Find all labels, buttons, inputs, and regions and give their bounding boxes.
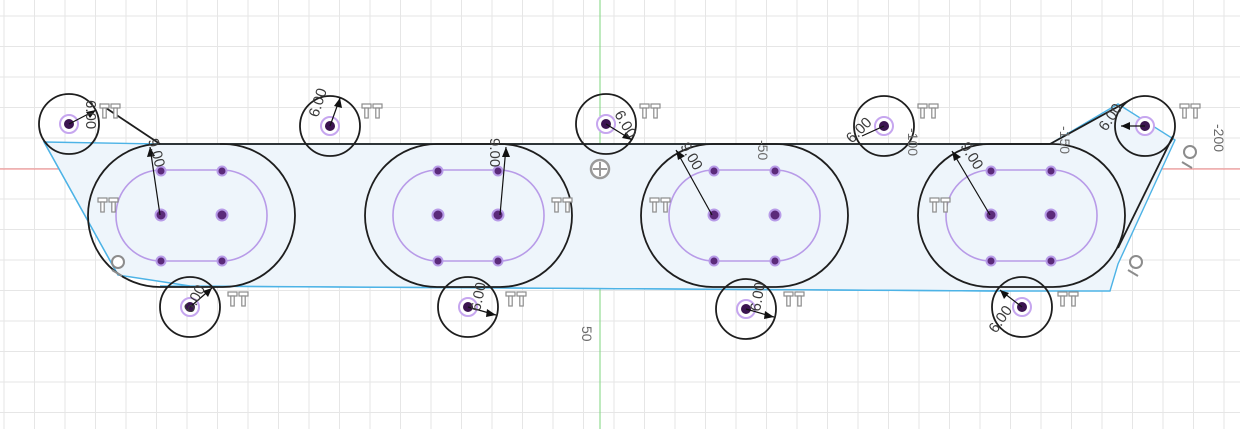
origin-icon[interactable] [589,158,611,180]
sketch-point[interactable] [768,208,782,222]
dimension-label[interactable]: 9.00 [144,137,168,170]
tangent-icon[interactable] [551,197,573,213]
slot-3-outline[interactable] [640,143,849,288]
mount-circle-1[interactable] [38,93,100,155]
sketch-point[interactable] [708,165,720,177]
sketch-point[interactable] [1045,255,1057,267]
coincident-icon[interactable] [1127,255,1143,277]
sketch-point[interactable] [491,208,505,222]
slot-4-outline[interactable] [917,143,1126,288]
tangent-icon[interactable] [917,103,939,119]
tangent-icon[interactable] [505,291,527,307]
sketch-point[interactable] [708,255,720,267]
right-upper-tangent-line[interactable] [1049,99,1131,145]
dimension-label[interactable]: 6.00 [747,281,769,313]
coincident-icon[interactable] [111,255,125,277]
bottom-edge-line[interactable] [159,285,997,292]
left-tangent-line[interactable] [99,103,161,145]
sketch-point[interactable] [155,165,167,177]
tangent-icon[interactable] [227,291,249,307]
mount-circle-8[interactable] [715,278,777,340]
sketch-point[interactable] [154,208,168,222]
sketch-point[interactable] [431,208,445,222]
slot-1-inner[interactable] [115,169,268,262]
sketch-point[interactable] [216,165,228,177]
tangent-icon[interactable] [1057,291,1079,307]
dimension-arrows [68,97,1145,319]
mount-circle-5[interactable] [1114,95,1176,157]
dimension-label[interactable]: 6.00 [843,114,876,147]
mount-circle-7[interactable] [437,276,499,338]
slot-2-inner[interactable] [392,169,545,262]
left-edge-line[interactable] [43,141,119,276]
sketch-point[interactable] [985,165,997,177]
sketch-point[interactable] [492,165,504,177]
sketch-point[interactable] [155,255,167,267]
mount-circles [38,93,1176,340]
sketch-point[interactable] [1044,208,1058,222]
dimension-label[interactable]: 6.00 [82,100,99,129]
dimension-label[interactable]: 6.00 [985,303,1016,337]
tangent-icon[interactable] [97,197,119,213]
tangent-icon[interactable] [649,197,671,213]
slot-3-inner[interactable] [668,169,821,262]
sketch-point[interactable] [492,255,504,267]
tangent-icon[interactable] [639,103,661,119]
mount-circle-6[interactable] [159,276,221,338]
sketch-point[interactable] [707,208,721,222]
slot-1-outline[interactable] [87,143,296,288]
sketch-point[interactable] [985,255,997,267]
ruler-label: -150 [1057,126,1073,154]
sketch-point[interactable] [432,255,444,267]
slot-4-inner[interactable] [945,169,1098,262]
tangent-icon[interactable] [1179,103,1201,119]
sketch-point[interactable] [769,165,781,177]
coincident-icon[interactable] [1181,145,1197,169]
sketch-point[interactable] [1045,165,1057,177]
slot-2-outline[interactable] [364,143,573,288]
tangent-constraints [97,103,1201,307]
sketch-point[interactable] [432,165,444,177]
ruler-label: -200 [1211,124,1227,152]
mount-circle-2[interactable] [299,95,361,157]
right-lower-tangent-line[interactable] [1117,135,1174,249]
tangent-icon[interactable] [783,291,805,307]
ruler-label: -100 [905,128,921,156]
sketch-point[interactable] [215,208,229,222]
tangent-icon[interactable] [99,103,121,119]
tangent-icon[interactable] [929,197,951,213]
tangent-icon[interactable] [361,103,383,119]
mount-circle-3[interactable] [575,93,637,155]
ruler-label: -50 [755,140,771,160]
ruler-label: 50 [579,326,595,342]
sketch-point[interactable] [216,255,228,267]
sketch-point[interactable] [769,255,781,267]
mount-circle-4[interactable] [853,95,915,157]
slot-sketch-points [154,165,1058,267]
dimension-label[interactable]: 9.00 [486,138,503,167]
mount-circle-9[interactable] [991,276,1053,338]
dimension-label[interactable]: 6.00 [467,281,490,313]
